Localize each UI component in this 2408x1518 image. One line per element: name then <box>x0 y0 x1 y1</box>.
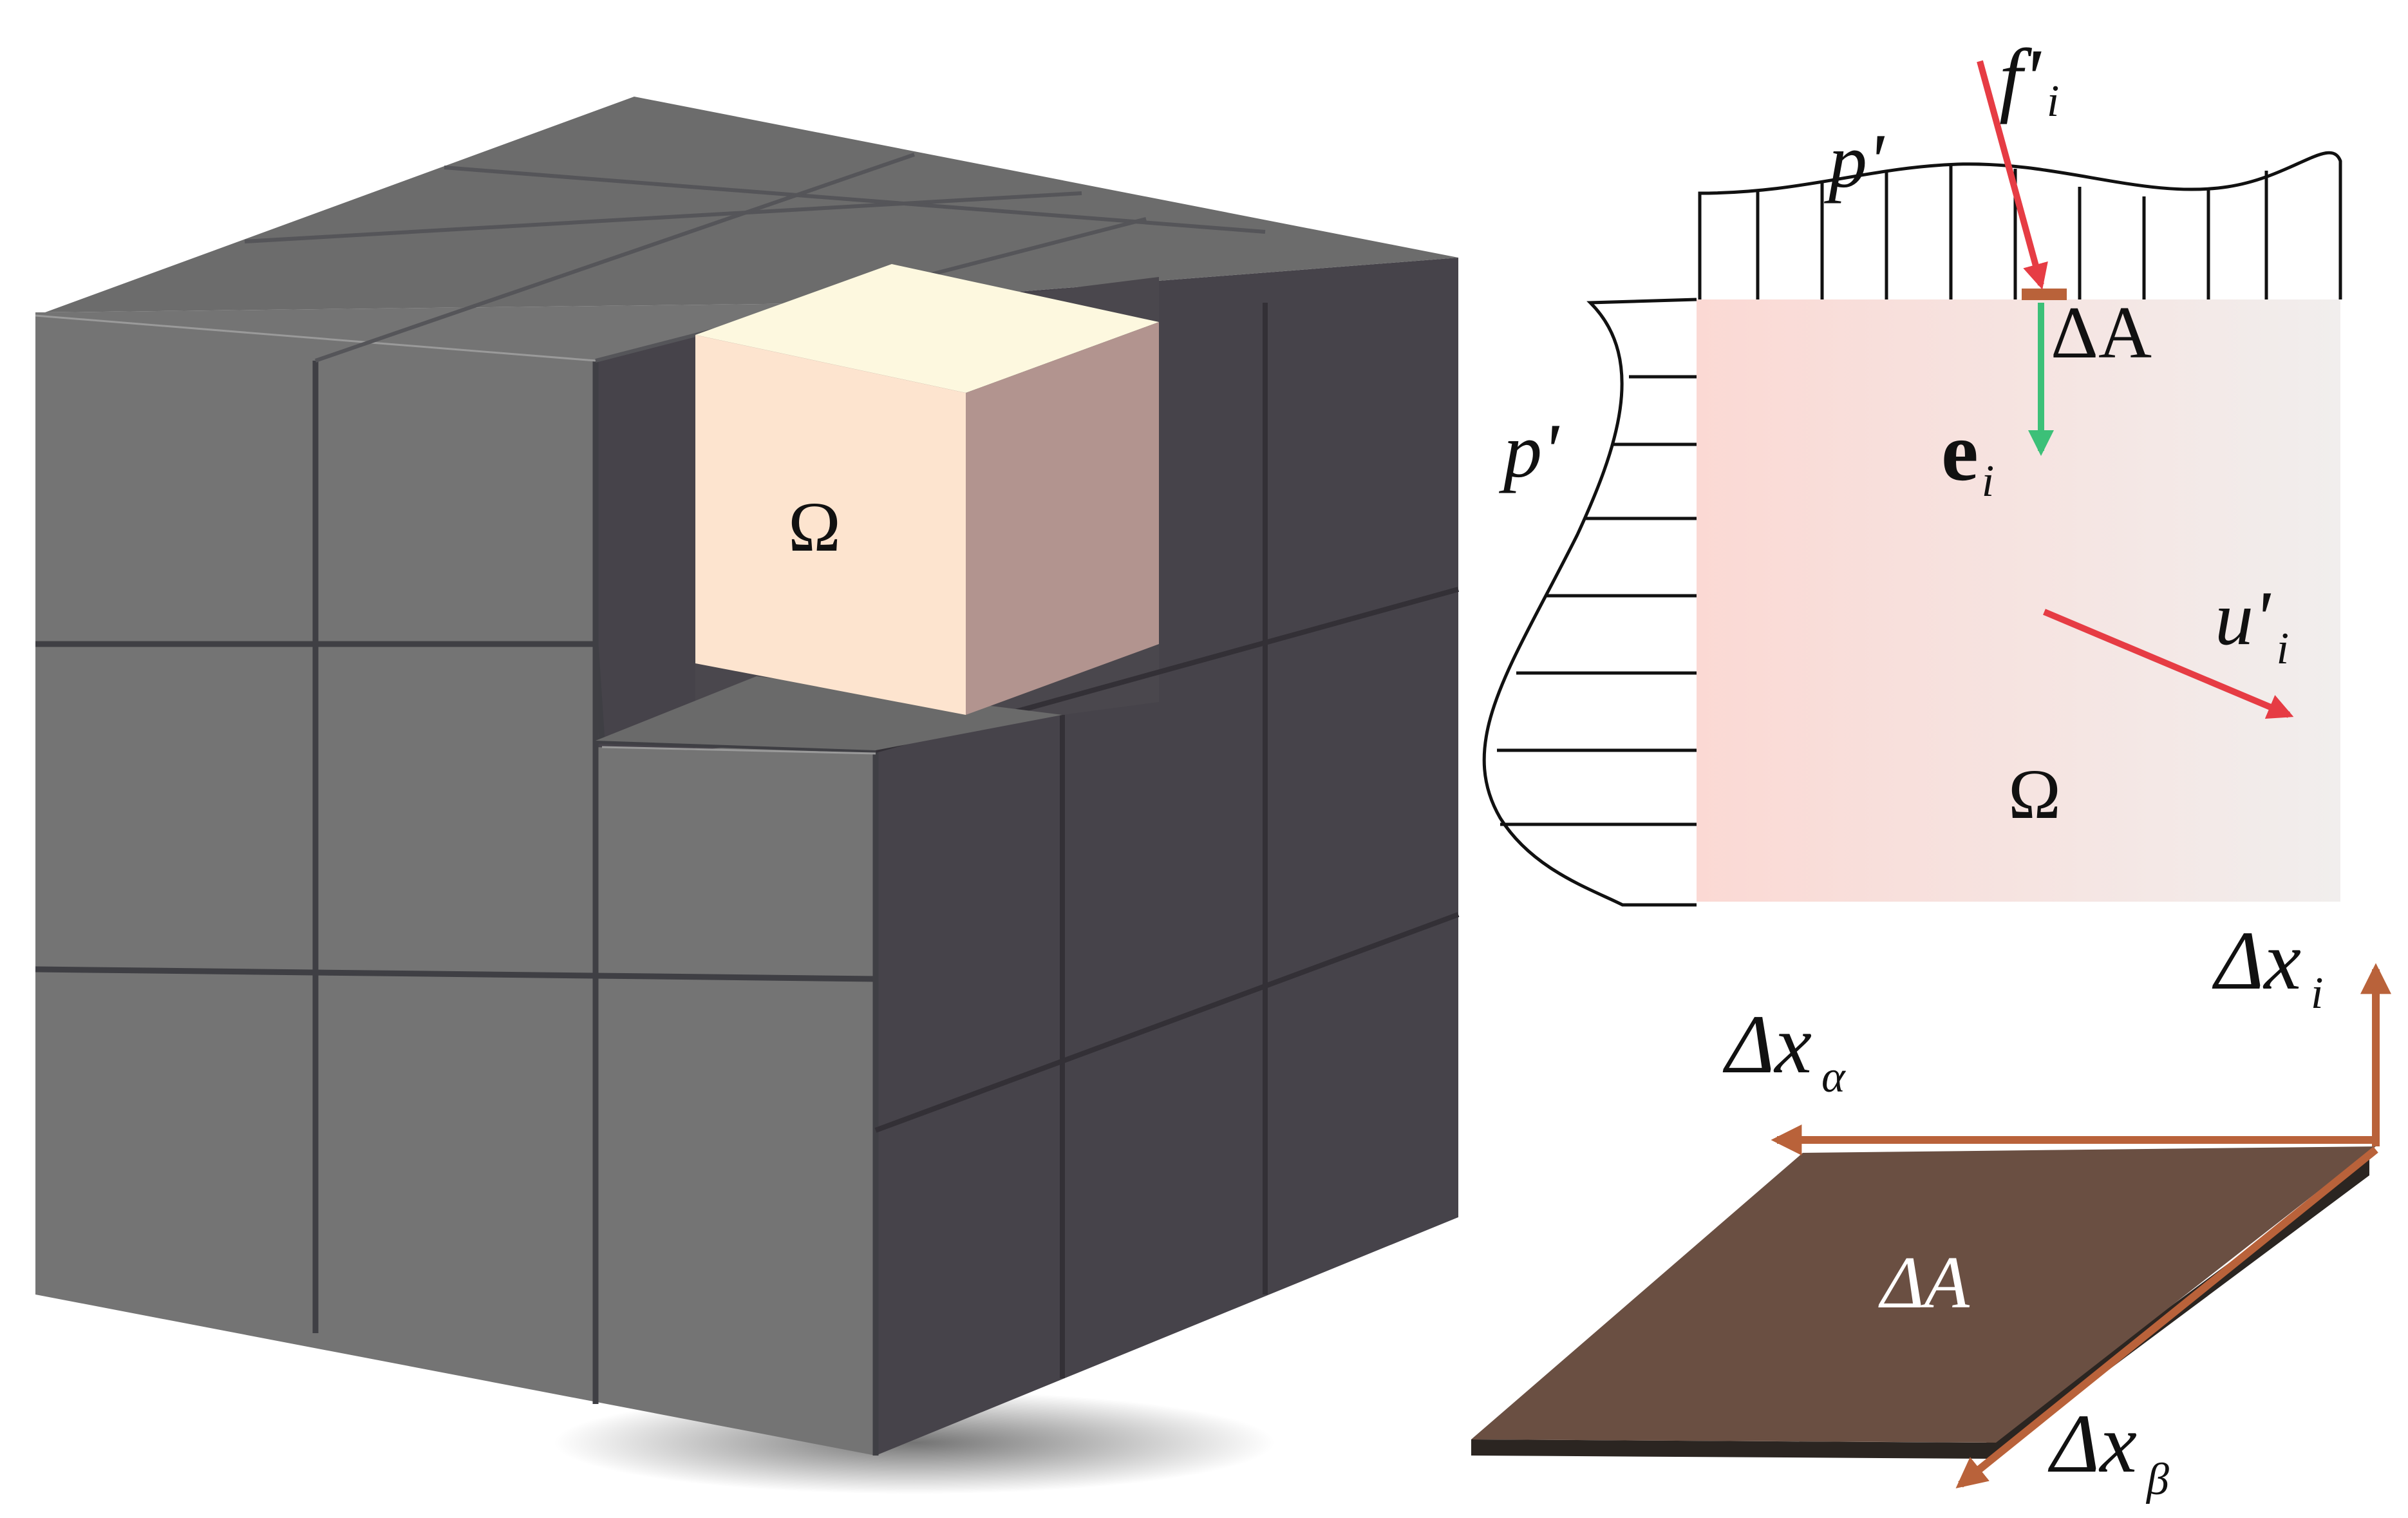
normal-label: ei <box>1941 406 1994 506</box>
cube-top-face <box>45 97 1458 312</box>
pressure-top-label: p' <box>1823 118 1885 204</box>
omega-cv-label: Ω <box>2008 755 2061 833</box>
surface-element-label: ΔA <box>2051 292 2152 374</box>
force-arrow <box>1977 60 2048 290</box>
force-label-main: f' <box>1999 32 2042 125</box>
velocity-label-main: u' <box>2215 575 2272 661</box>
cube-raised-cell-top <box>596 676 1062 750</box>
force-label-sub: i <box>2047 77 2059 126</box>
highlighted-cell-top <box>695 264 1159 393</box>
axis-i-label-main: Δx <box>2212 915 2301 1007</box>
highlighted-cell: Ω <box>695 264 1159 715</box>
surface-element <box>2022 289 2067 300</box>
plate-edge <box>1471 1159 2369 1459</box>
normal-label-sub: i <box>1982 457 1994 506</box>
plate-area-label: ΔA <box>1878 1242 1970 1324</box>
highlighted-cell-side <box>966 322 1159 715</box>
cube-notch <box>596 335 695 750</box>
area-plate <box>1471 1146 2376 1443</box>
cube-front-edges-light <box>35 314 876 755</box>
cube-front-grid <box>35 361 879 1456</box>
top-pressure-profile <box>1698 151 2342 299</box>
force-label: f'i <box>1999 32 2059 126</box>
velocity-label: u'i <box>2215 575 2289 674</box>
axis-i-label-sub: i <box>2311 969 2323 1018</box>
axis-alpha-label-main: Δx <box>1722 998 1812 1091</box>
axis-beta-arrow <box>1955 1146 2378 1489</box>
pressure-left-label: p' <box>1498 408 1560 493</box>
velocity-label-sub: i <box>2277 624 2289 674</box>
axis-alpha-label-sub: α <box>1821 1052 1846 1102</box>
omega-cube-label: Ω <box>788 488 841 566</box>
velocity-arrow <box>2043 609 2294 719</box>
highlighted-cell-front <box>695 335 966 715</box>
left-pressure-profile <box>1482 298 1697 907</box>
control-volume-box <box>1697 299 2340 902</box>
control-volume-panel: p' p' f'i ΔA ei u'i Ω <box>1482 32 2342 907</box>
normal-label-main: e <box>1941 406 1979 498</box>
cube-assembly: Ω <box>35 97 1460 1494</box>
axis-beta-label-sub: β <box>2145 1455 2169 1504</box>
axis-beta-label-main: Δx <box>2047 1398 2137 1490</box>
